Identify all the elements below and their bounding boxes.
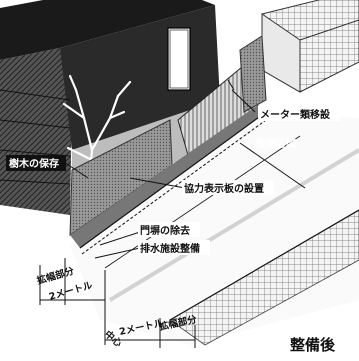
label-widening-left: 拡幅部分 <box>36 265 76 287</box>
label-drainage: 排水施設整備 <box>140 242 200 255</box>
road <box>70 105 359 346</box>
label-meter-relocation: メーター類移設 <box>260 108 331 121</box>
label-cooperation-sign: 協力表示板の設置 <box>184 182 264 195</box>
building-right <box>261 0 359 93</box>
dimension-lines <box>39 258 196 348</box>
annotations: メーター類移設 整備区域 協力表示板の設置 門塀の除去 排水施設整備 樹木の保存… <box>6 106 340 350</box>
hedge <box>69 35 267 236</box>
page-title: 整備後 <box>290 336 336 354</box>
label-maintenance-area: 整備区域 <box>255 137 296 150</box>
label-two-meters-left: 2メートル <box>48 280 94 303</box>
leader-lines <box>63 79 306 259</box>
label-gate-removal: 門塀の除去 <box>140 224 190 237</box>
label-tree-preservation: 樹木の保存 <box>9 157 59 170</box>
